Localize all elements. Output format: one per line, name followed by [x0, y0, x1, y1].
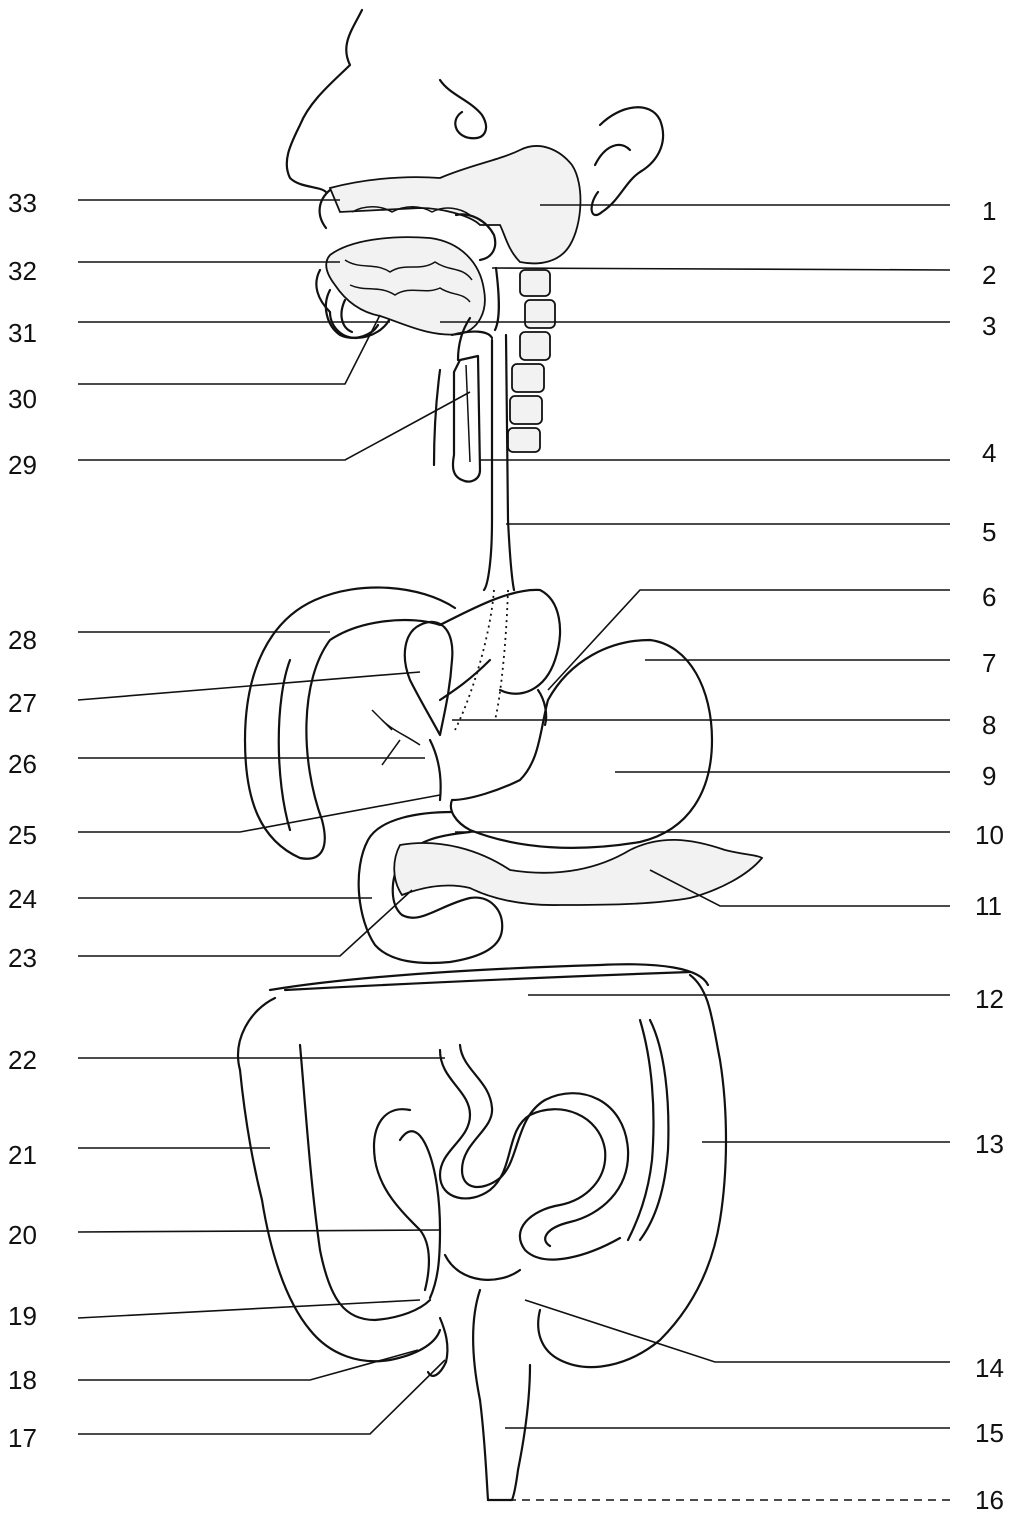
label-24: 24: [8, 886, 37, 912]
label-31: 31: [8, 320, 37, 346]
label-32: 32: [8, 258, 37, 284]
label-13: 13: [975, 1131, 1004, 1157]
esophagus: [484, 340, 492, 590]
label-6: 6: [982, 584, 996, 610]
label-23: 23: [8, 945, 37, 971]
label-19: 19: [8, 1303, 37, 1329]
gallbladder: [405, 622, 453, 735]
label-2: 2: [982, 262, 996, 288]
label-3: 3: [982, 313, 996, 339]
vertebral-column: [508, 270, 555, 452]
label-22: 22: [8, 1047, 37, 1073]
label-11: 11: [975, 893, 1002, 919]
label-26: 26: [8, 751, 37, 777]
stomach: [451, 640, 712, 848]
label-18: 18: [8, 1367, 37, 1393]
label-8: 8: [982, 712, 996, 738]
label-29: 29: [8, 452, 37, 478]
label-12: 12: [975, 986, 1004, 1012]
descending-colon: [538, 975, 726, 1367]
label-7: 7: [982, 650, 996, 676]
tongue: [326, 237, 485, 334]
label-1: 1: [982, 198, 996, 224]
label-21: 21: [8, 1142, 37, 1168]
label-28: 28: [8, 627, 37, 653]
label-25: 25: [8, 822, 37, 848]
transverse-colon: [270, 964, 708, 990]
pancreas: [394, 840, 762, 905]
label-9: 9: [982, 763, 996, 789]
left-leader-lines: [78, 200, 470, 1434]
label-17: 17: [8, 1425, 37, 1451]
label-4: 4: [982, 440, 996, 466]
label-27: 27: [8, 690, 37, 716]
label-15: 15: [975, 1420, 1004, 1446]
ascending-colon: [238, 998, 440, 1361]
label-20: 20: [8, 1222, 37, 1248]
label-5: 5: [982, 519, 996, 545]
label-14: 14: [975, 1355, 1004, 1381]
pharynx: [495, 268, 499, 330]
label-30: 30: [8, 386, 37, 412]
rectum: [473, 1290, 488, 1500]
label-16: 16: [975, 1487, 1004, 1513]
label-10: 10: [975, 822, 1004, 848]
small-intestine: [440, 1050, 620, 1260]
label-33: 33: [8, 190, 37, 216]
bile-duct: [430, 740, 441, 800]
